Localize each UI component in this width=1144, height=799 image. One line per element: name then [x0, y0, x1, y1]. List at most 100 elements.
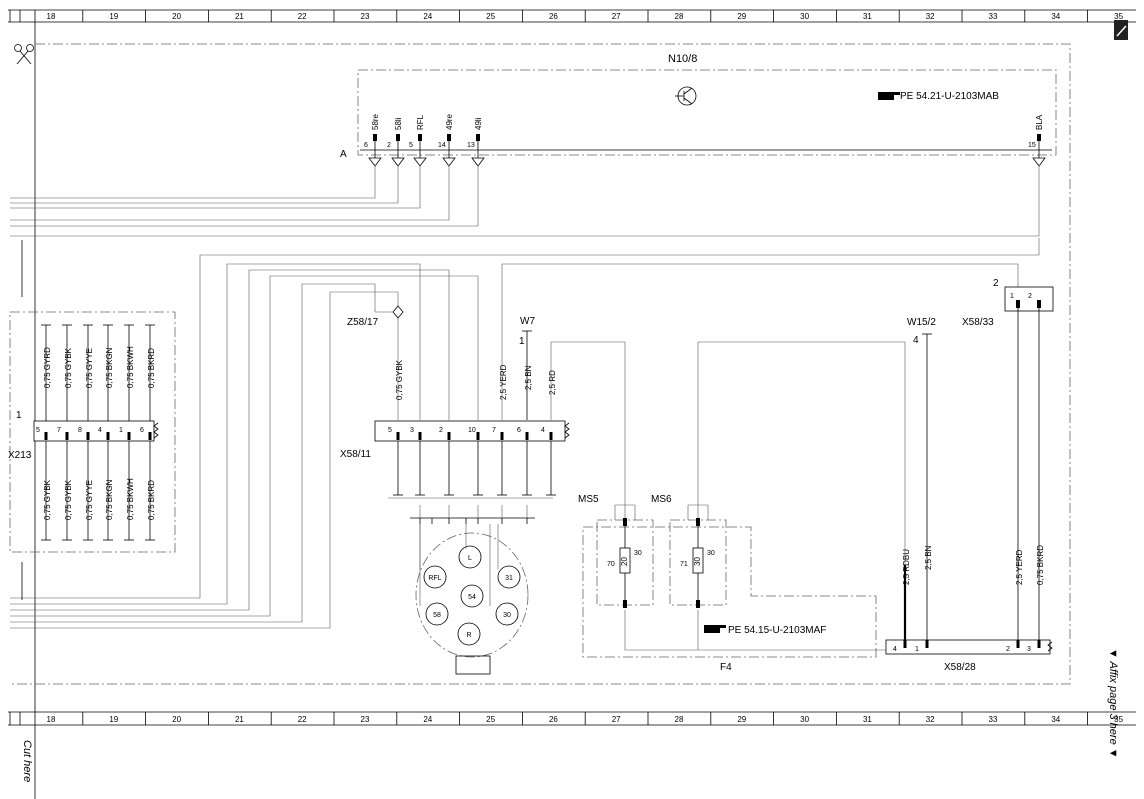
grid-col-23: 23 — [361, 715, 370, 724]
conn-a-label: A — [340, 149, 347, 160]
ground-symbol — [413, 157, 427, 167]
wire-label: 0,75 BKRD — [147, 480, 156, 520]
grid-col-22: 22 — [298, 715, 307, 724]
wire-label: 2,5 RDBU — [902, 549, 911, 585]
wire-label: 0,75 BKGN — [105, 479, 114, 520]
ground-symbol — [1032, 157, 1046, 167]
x213-pin-num: 1 — [119, 427, 123, 434]
grid-col-18: 18 — [47, 12, 56, 21]
n10-8-pin-label: RFL — [416, 114, 425, 130]
wire-label: 0,75 BKRD — [147, 348, 156, 388]
f4-label: F4 — [720, 662, 732, 673]
grid-col-26: 26 — [549, 715, 558, 724]
grid-col-25: 25 — [486, 715, 495, 724]
grid-col-24: 24 — [423, 12, 432, 21]
x58-11-pin-num: 6 — [517, 427, 521, 434]
x58-33-pin-1: 1 — [1010, 293, 1014, 300]
ms6-fuse-val: 30 — [693, 557, 702, 566]
x58-33-pin-2: 2 — [1028, 293, 1032, 300]
grid-col-29: 29 — [737, 715, 746, 724]
x58-33-num: 2 — [993, 278, 999, 289]
x213-pin-num: 8 — [78, 427, 82, 434]
f4-box — [582, 526, 877, 658]
n10-8-label: N10/8 — [668, 53, 697, 65]
wires-left-bundle — [10, 165, 1040, 237]
grid-col-21: 21 — [235, 12, 244, 21]
grid-col-25: 25 — [486, 12, 495, 21]
pe-ref-top: PE 54.21-U-2103MAB — [900, 91, 999, 102]
ground-symbol — [368, 157, 382, 167]
wire-label: 0,75 BKWH — [126, 478, 135, 520]
grid-col-33: 33 — [989, 12, 998, 21]
grid-col-32: 32 — [926, 715, 935, 724]
x58-28-pin-num: 2 — [1006, 646, 1010, 653]
socket-pin — [458, 545, 482, 569]
ms5-pin: 30 — [634, 550, 642, 557]
x58-11-pin-num: 7 — [492, 427, 496, 434]
ms5-val: 70 — [607, 561, 615, 568]
wire-label: 2,5 RD — [548, 370, 557, 395]
x58-28-pin-num: 1 — [915, 646, 919, 653]
x213-num: 1 — [16, 410, 22, 421]
transistor-icon — [675, 86, 697, 106]
ms5-label: MS5 — [578, 494, 599, 505]
n10-8-box — [357, 69, 1057, 156]
n10-8-pin-label: 49li — [474, 117, 483, 130]
n10-8-pin-num: 6 — [364, 142, 368, 149]
ground-symbol — [391, 157, 405, 167]
socket-pin-label: L — [468, 555, 472, 562]
grid-col-28: 28 — [675, 12, 684, 21]
x58-11-pin-num: 2 — [439, 427, 443, 434]
grid-col-18: 18 — [47, 715, 56, 724]
grid-col-26: 26 — [549, 12, 558, 21]
page-corner-icon — [1114, 20, 1128, 40]
wire-label: 0,75 GYYE — [85, 348, 94, 388]
x213-pin-num: 4 — [98, 427, 102, 434]
grid-col-34: 34 — [1051, 715, 1060, 724]
socket-pin-label: 58 — [433, 612, 441, 619]
socket-pin — [457, 622, 481, 646]
grid-col-22: 22 — [298, 12, 307, 21]
grid-col-20: 20 — [172, 12, 181, 21]
n10-8-pin-label: 58re — [371, 113, 380, 130]
x213-pin-num: 6 — [140, 427, 144, 434]
grid-col-35: 35 — [1114, 12, 1123, 21]
grid-col-31: 31 — [863, 715, 872, 724]
wires-long-loop — [10, 238, 1040, 629]
socket-pin-label: 31 — [505, 575, 513, 582]
socket-pin — [425, 602, 449, 626]
grid-col-28: 28 — [675, 715, 684, 724]
cut-here-text: Cut here — [21, 740, 33, 782]
grid-col-29: 29 — [737, 12, 746, 21]
grid-col-19: 19 — [109, 12, 118, 21]
socket-pin-label: 54 — [468, 594, 476, 601]
x58-11-label: X58/11 — [340, 449, 371, 460]
grid-col-23: 23 — [361, 12, 370, 21]
wire-label: 0,75 GYBK — [64, 347, 73, 388]
wire-label: 0,75 GYBK — [395, 359, 404, 400]
grid-col-30: 30 — [800, 12, 809, 21]
grid-col-30: 30 — [800, 715, 809, 724]
x58-33-label: X58/33 — [962, 317, 994, 328]
n10-8-pin-num: 14 — [438, 142, 446, 149]
affix-page-text: ▼ Affix page 3 here ▼ — [1107, 648, 1119, 759]
x58-11-pin-num: 4 — [541, 427, 545, 434]
n10-8-pin-num: 13 — [467, 142, 475, 149]
x58-28-label: X58/28 — [944, 662, 976, 673]
n10-8-pin-label: 58li — [394, 117, 403, 130]
hand-pointer-icon — [704, 625, 726, 633]
wire-label: 0,75 GYRD — [43, 347, 52, 388]
wire-label: 2,5 BN — [524, 365, 533, 390]
grid-col-27: 27 — [612, 715, 621, 724]
w7-pin: 1 — [519, 336, 525, 347]
grid-col-32: 32 — [926, 12, 935, 21]
grid-col-24: 24 — [423, 715, 432, 724]
grid-col-31: 31 — [863, 12, 872, 21]
x213-box — [9, 311, 176, 553]
